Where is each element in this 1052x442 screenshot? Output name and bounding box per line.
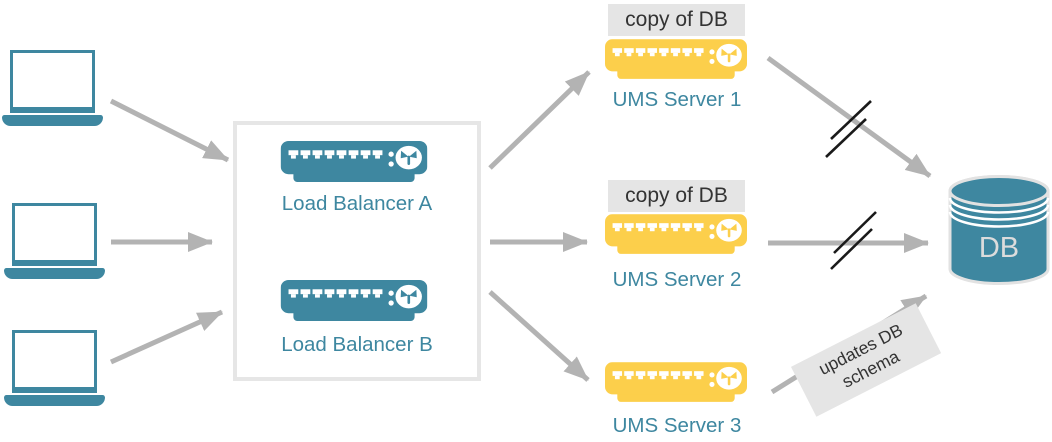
load-balancer-a-label: Load Balancer A bbox=[281, 192, 433, 215]
laptop-icon bbox=[2, 50, 103, 126]
ums-server-2-label: UMS Server 2 bbox=[612, 268, 742, 291]
laptop-screen bbox=[10, 50, 95, 113]
laptop-icon bbox=[4, 203, 105, 279]
broken-connection-marker-ums1 bbox=[825, 100, 872, 158]
db-label: DB bbox=[979, 232, 1019, 264]
load-balancer-group-box bbox=[233, 121, 481, 381]
rack-appliance-icon bbox=[280, 141, 428, 184]
arrow-ums1-to-db bbox=[766, 55, 932, 179]
arrow-lb-to-ums3 bbox=[488, 290, 590, 382]
broken-connection-marker-ums2 bbox=[830, 211, 877, 270]
laptop-icon bbox=[4, 330, 105, 406]
ums1-copy-of-db-badge: copy of DB bbox=[608, 4, 745, 36]
arrow-lb-to-ums1 bbox=[488, 70, 591, 170]
rack-appliance-icon bbox=[605, 39, 747, 81]
arrow-client1-to-lb bbox=[109, 98, 230, 163]
laptop-base bbox=[2, 115, 103, 126]
arrow-client3-to-lb bbox=[109, 309, 224, 365]
laptop-screen bbox=[12, 330, 97, 393]
laptop-base bbox=[4, 268, 105, 279]
rack-appliance-icon bbox=[605, 362, 747, 404]
ums-server-1-label: UMS Server 1 bbox=[612, 88, 742, 111]
rack-appliance-icon bbox=[280, 280, 428, 323]
load-balancer-b-label: Load Balancer B bbox=[281, 333, 433, 356]
laptop-screen bbox=[12, 203, 97, 266]
database-cylinder-icon: DB bbox=[948, 175, 1050, 285]
ums2-copy-of-db-badge: copy of DB bbox=[608, 180, 745, 212]
laptop-base bbox=[4, 395, 105, 406]
ums-server-3-label: UMS Server 3 bbox=[612, 414, 742, 437]
rack-appliance-icon bbox=[605, 214, 747, 256]
